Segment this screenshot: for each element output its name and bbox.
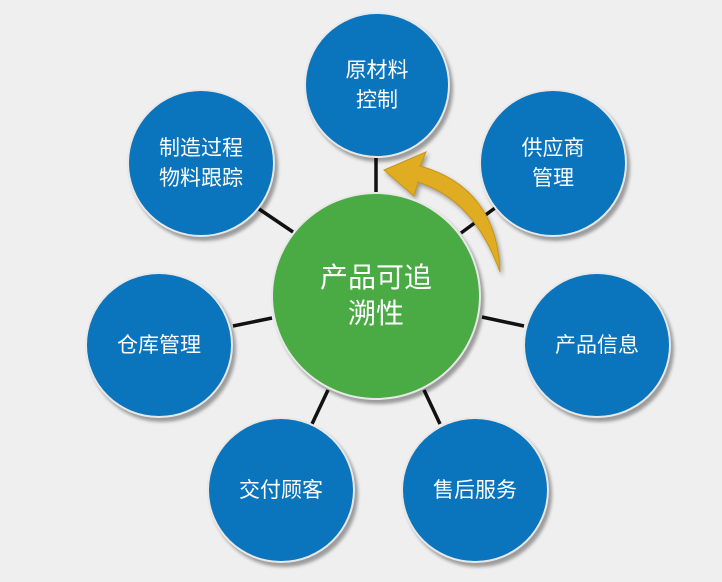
connector-line	[310, 389, 330, 425]
center-label: 产品可追 溯性	[319, 261, 432, 330]
connector-line	[481, 315, 525, 328]
node-delivery-to-customer: 交付顾客	[207, 417, 355, 563]
node-label: 售后服务	[433, 478, 517, 502]
node-label: 产品信息	[555, 333, 639, 357]
node-label: 制造过程 物料跟踪	[159, 136, 243, 190]
curved-arrow-icon	[383, 151, 501, 273]
connector-line	[258, 207, 294, 234]
center-node-product-traceability: 产品可追 溯性	[271, 192, 481, 400]
node-label: 交付顾客	[239, 478, 323, 502]
node-raw-material-control: 原材料 控制	[304, 12, 450, 158]
node-manufacturing-material-tracking: 制造过程 物料跟踪	[127, 89, 275, 237]
node-product-info: 产品信息	[523, 272, 671, 418]
connector-line	[422, 389, 442, 425]
node-warehouse-management: 仓库管理	[85, 272, 233, 418]
connector-line	[232, 316, 273, 328]
node-label: 仓库管理	[117, 333, 201, 357]
node-supplier-management: 供应商 管理	[479, 89, 627, 237]
node-label: 供应商 管理	[521, 136, 585, 190]
node-after-sales: 售后服务	[401, 417, 549, 563]
node-label: 原材料 控制	[345, 58, 409, 112]
